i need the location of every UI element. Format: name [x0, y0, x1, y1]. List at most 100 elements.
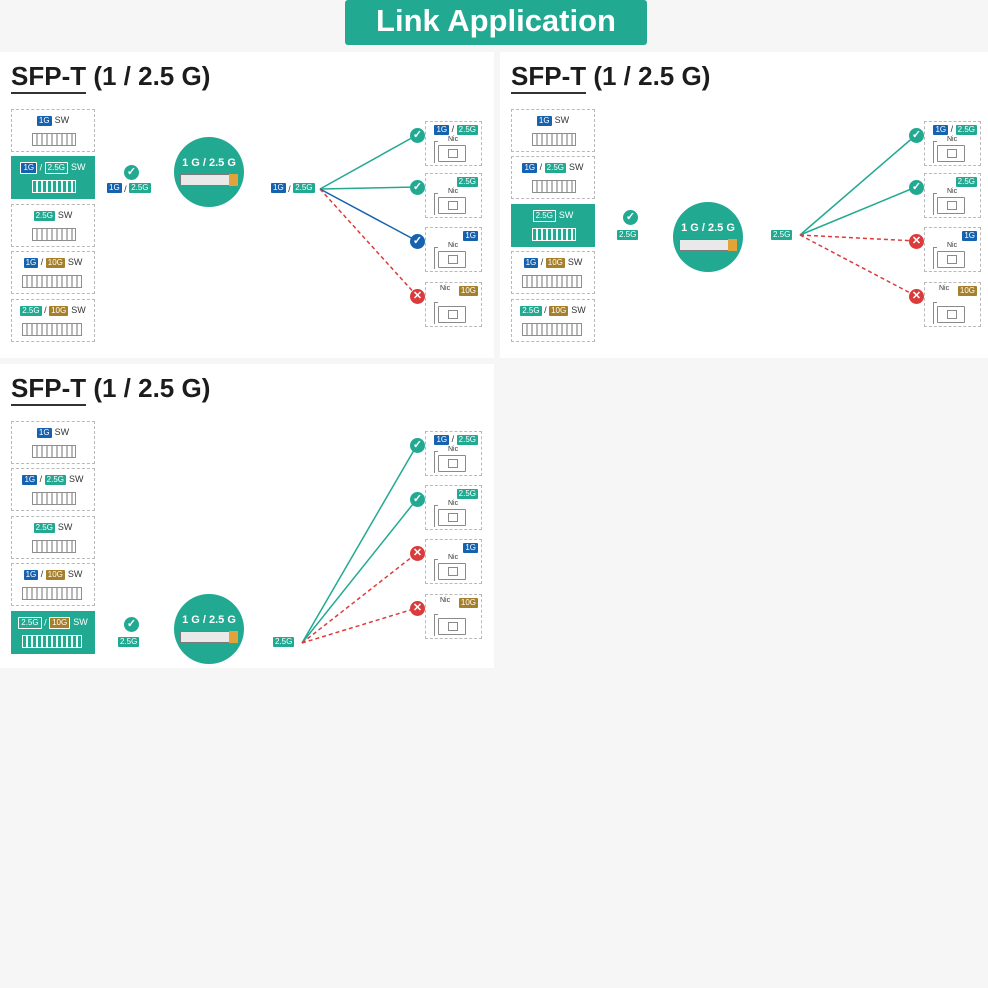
nic-card-icon [937, 197, 965, 214]
speed-tag: 2.5G [273, 637, 295, 647]
switch-icon [532, 228, 576, 241]
nic-bracket-icon [933, 141, 937, 163]
nic-speed-tags: 2.5G [456, 488, 478, 499]
nic-card-icon [438, 145, 466, 162]
switch-icon [32, 540, 76, 553]
nic-label: Nic [947, 188, 958, 195]
failed-link-line [319, 188, 418, 297]
ok-link-line [799, 134, 917, 236]
nic-card-icon [438, 197, 466, 214]
tag-separator: / [541, 305, 550, 315]
switch-icon [32, 492, 76, 505]
check-icon: ✓ [124, 165, 139, 180]
page-banner: Link Application [345, 0, 647, 45]
switch-icon [522, 275, 582, 288]
tag-separator: / [37, 474, 45, 484]
switch-icon [22, 323, 82, 336]
switch-icon [22, 587, 82, 600]
tag-separator: / [948, 124, 956, 134]
ok-link-line [319, 188, 418, 242]
speed-tag: 2.5G [544, 162, 567, 173]
speed-tag: 2.5G [293, 183, 315, 193]
speed-tag: 1G [434, 124, 450, 135]
cross-icon: ✕ [410, 601, 425, 616]
nic-speed-tags: 1G / 2.5G [434, 124, 478, 135]
panel-title-main: SFP-T [11, 61, 87, 94]
panel-title-rest: (1 / 2.5 G) [586, 61, 711, 91]
tag-separator: / [38, 569, 46, 579]
nic-bracket-icon [434, 193, 438, 215]
nic-label: Nic [440, 597, 451, 604]
speed-tag: 1G [933, 124, 949, 135]
check-icon: ✓ [410, 438, 425, 453]
nic-label: Nic [440, 285, 451, 292]
switch-sw-text: SW [569, 162, 584, 172]
nic-bracket-icon [434, 141, 438, 163]
nic-bracket-icon [933, 247, 937, 269]
speed-tag: 1G [434, 434, 450, 445]
speed-tag: 2.5G [955, 176, 977, 187]
tag-separator: / [449, 434, 457, 444]
switch-sw-text: SW [571, 305, 586, 315]
speed-tag: 1G [271, 183, 286, 193]
nic-speed-tags: 2.5G [955, 176, 977, 187]
failed-link-line [301, 552, 418, 644]
speed-tag: 2.5G [33, 210, 55, 221]
speed-tag: 1G [23, 257, 39, 268]
switch-sw-text: SW [57, 522, 73, 532]
speed-tag: 1G [536, 115, 552, 126]
switch-sw-text: SW [567, 257, 583, 267]
tag-separator: / [41, 617, 50, 628]
switch-link-speed: 2.5G [617, 230, 639, 240]
module-speed-label: 1 G / 2.5 G [182, 157, 236, 169]
nic-speed-tags: 10G [458, 597, 478, 608]
tag-separator: / [537, 162, 545, 172]
switch-icon [532, 180, 576, 193]
nic-label: Nic [947, 242, 958, 249]
switch-sw-text: SW [73, 617, 88, 628]
speed-tag: 2.5G [33, 522, 55, 533]
check-icon: ✓ [623, 210, 638, 225]
nic-bracket-icon [434, 451, 438, 473]
nic-card-icon [937, 306, 965, 323]
failed-link-line [799, 234, 917, 297]
nic-label: Nic [939, 285, 950, 292]
nic-bracket-icon [933, 193, 937, 215]
tag-separator: / [285, 184, 294, 195]
speed-tag: 10G [957, 285, 977, 296]
module-speed-label: 1 G / 2.5 G [182, 614, 236, 626]
switch-sw-text: SW [554, 115, 570, 125]
nic-speed-tags: 2.5G [456, 176, 478, 187]
switch-sw-text: SW [71, 162, 86, 173]
module-speed-label: 1 G / 2.5 G [681, 222, 735, 234]
link-lines [319, 134, 418, 297]
module-link-speed: 1G / 2.5G [271, 183, 315, 194]
speed-tag: 2.5G [44, 162, 69, 174]
speed-tag: 1G [20, 162, 38, 174]
check-icon: ✓ [909, 180, 924, 195]
cross-icon: ✕ [410, 289, 425, 304]
nic-label: Nic [448, 500, 459, 507]
speed-tag: 2.5G [456, 124, 478, 135]
sfp-module-icon [180, 631, 238, 643]
speed-tag: 2.5G [617, 230, 639, 240]
nic-card-icon [438, 563, 466, 580]
panel-title-rest: (1 / 2.5 G) [86, 373, 211, 403]
check-icon: ✓ [410, 234, 425, 249]
switch-sw-text: SW [71, 305, 86, 315]
speed-tag: 1G [36, 115, 52, 126]
module-link-speed: 2.5G [273, 637, 295, 647]
speed-tag: 2.5G [456, 488, 478, 499]
sfp-module-circle: 1 G / 2.5 G [673, 202, 743, 272]
